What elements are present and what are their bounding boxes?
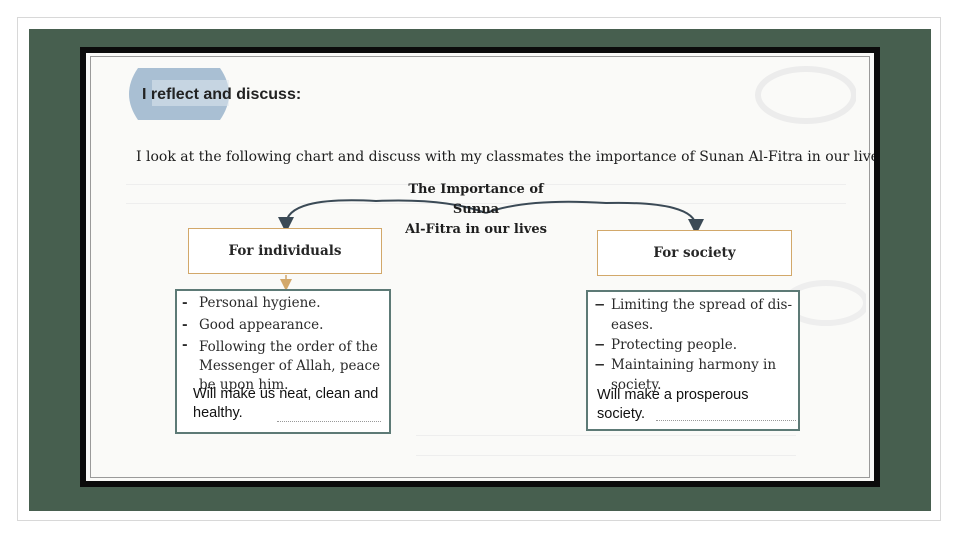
society-answer-text: Will make a prosperous society. [597, 387, 749, 422]
list-item: −Protecting people. [594, 337, 738, 353]
answer-dotted-line [277, 421, 381, 422]
list-item: -Following the order of the Messenger of… [182, 337, 381, 393]
individuals-points: -Personal hygiene. -Good appearance. -Fo… [182, 292, 387, 395]
individuals-answer-text: Will make us neat, clean and healthy. [193, 386, 379, 421]
chart-title: The Importance of Sunna Al-Fitra in our … [391, 180, 561, 240]
chart-arrows [278, 199, 704, 291]
list-item: -Personal hygiene. [182, 295, 321, 311]
instruction-text: I look at the following chart and discus… [136, 149, 874, 165]
heading-title: I reflect and discuss: [142, 86, 302, 103]
society-detail-box: −Limiting the spread of dis-eases. −Prot… [586, 290, 800, 431]
faded-page-ornament [755, 66, 856, 124]
society-points: −Limiting the spread of dis-eases. −Prot… [594, 295, 794, 395]
list-item: −Maintaining harmony in society. [594, 357, 777, 393]
list-item: -Good appearance. [182, 317, 324, 333]
chart-title-line1: The Importance of Sunna [408, 182, 544, 217]
category-individuals: For individuals [188, 228, 382, 274]
slide-border [17, 17, 941, 521]
category-individuals-label: For individuals [228, 243, 342, 259]
textbook-page: I reflect and discuss: I look at the fol… [86, 53, 874, 481]
list-item: −Limiting the spread of dis-eases. [594, 297, 793, 333]
category-society: For society [597, 230, 792, 276]
answer-dotted-line [656, 420, 796, 421]
chart-title-line2: Al-Fitra in our lives [405, 222, 547, 237]
individuals-detail-box: -Personal hygiene. -Good appearance. -Fo… [175, 289, 391, 434]
category-society-label: For society [653, 245, 736, 261]
heading-banner [129, 68, 229, 120]
